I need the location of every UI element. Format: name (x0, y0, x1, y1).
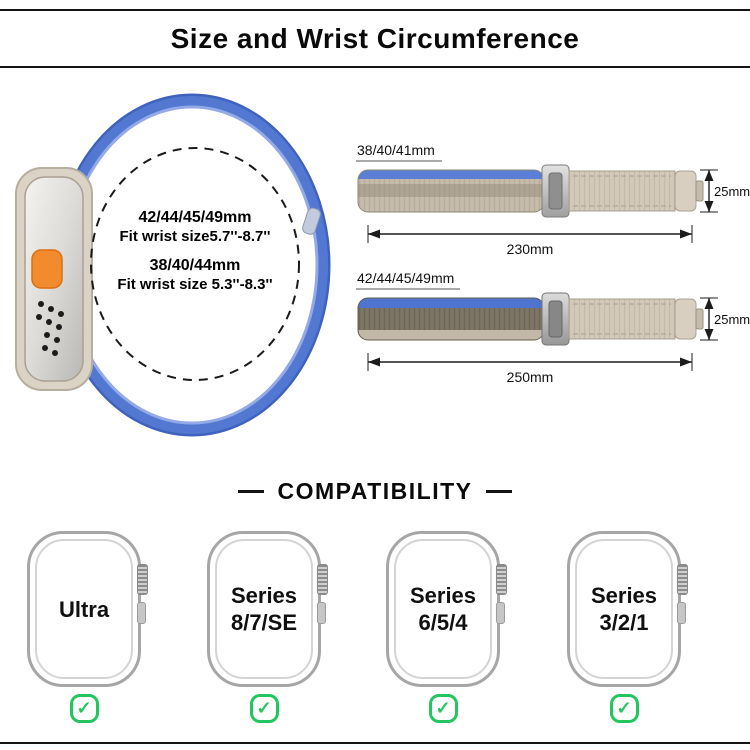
watch-loop-illustration (15, 93, 331, 437)
band-width-value: 25mm (714, 312, 750, 327)
check-glyph: ✓ (435, 698, 451, 718)
check-glyph: ✓ (76, 698, 92, 718)
compatibility-models: Ultra ✓ Series 8/7/SE ✓ S (0, 531, 750, 741)
dashed-circle (90, 147, 300, 381)
watch-outline: Series 3/2/1 (567, 531, 688, 687)
action-button-icon (31, 249, 63, 289)
side-button-icon (677, 602, 686, 624)
watch-screen: Series 6/5/4 (394, 539, 492, 679)
compatibility-title: COMPATIBILITY (277, 478, 473, 504)
model-series-3-2-1: Series 3/2/1 ✓ (566, 531, 688, 723)
model-series: 8/7/SE (230, 610, 298, 635)
band-size-label: 38/40/41mm (357, 142, 435, 158)
check-glyph: ✓ (616, 698, 632, 718)
band-connector (674, 170, 697, 212)
watch-outline: Series 8/7/SE (207, 531, 328, 687)
watch-screen: Ultra (35, 539, 133, 679)
length-dimension-arrow (367, 225, 693, 243)
watch-screen: Series 3/2/1 (575, 539, 673, 679)
model-series-8-7-se: Series 8/7/SE ✓ (206, 531, 328, 723)
check-icon: ✓ (609, 694, 639, 723)
digital-crown-icon (496, 564, 507, 595)
digital-crown-icon (317, 564, 328, 595)
digital-crown-icon (677, 564, 688, 595)
band-diagram-large: 42/44/45/49mm 250mm (356, 270, 750, 385)
watch-body (15, 167, 93, 391)
model-series-6-5-4: Series 6/5/4 ✓ (385, 531, 507, 723)
fit-group1: Fit wrist size5.7''-8.7'' (119, 228, 271, 245)
band-diagram-small: 38/40/41mm 230mm (356, 142, 750, 257)
size-group1: 42/44/45/49mm (138, 209, 252, 226)
watch-outline: Ultra (27, 531, 148, 687)
check-icon: ✓ (69, 694, 99, 723)
page-title: Size and Wrist Circumference (170, 23, 580, 54)
check-icon: ✓ (428, 694, 458, 723)
width-dimension-arrow (700, 169, 718, 213)
model-name: Series (230, 583, 298, 608)
band-hook-icon (302, 207, 321, 235)
model-series: 6/5/4 (418, 610, 468, 635)
length-dimension-arrow (367, 353, 693, 371)
side-button-icon (137, 602, 146, 624)
title-divider (0, 66, 750, 68)
watch-outline: Series 6/5/4 (386, 531, 507, 687)
wrist-size-text: 42/44/45/49mm Fit wrist size5.7''-8.7'' … (94, 208, 296, 294)
fit-group2: Fit wrist size 5.3''-8.3'' (117, 276, 273, 293)
band-graphic (357, 164, 704, 218)
band-graphic (357, 292, 704, 346)
heading-dash-left (237, 490, 264, 493)
model-name: Series (409, 583, 477, 608)
compatibility-heading: COMPATIBILITY (0, 478, 750, 505)
check-icon: ✓ (249, 694, 279, 723)
model-ultra: Ultra ✓ (26, 531, 148, 723)
model-series: 3/2/1 (599, 610, 649, 635)
digital-crown-icon (137, 564, 148, 595)
size-group2: 38/40/44mm (149, 257, 241, 274)
band-length-value: 250mm (507, 369, 554, 385)
band-width-value: 25mm (714, 184, 750, 199)
watch-screen: Series 8/7/SE (215, 539, 313, 679)
band-size-label: 42/44/45/49mm (357, 270, 454, 286)
model-name: Ultra (58, 596, 110, 622)
top-divider (0, 9, 750, 11)
side-button-icon (496, 602, 505, 624)
band-connector (674, 298, 697, 340)
band-length-value: 230mm (507, 241, 554, 257)
bottom-divider (0, 742, 750, 744)
model-name: Series (590, 583, 658, 608)
check-glyph: ✓ (256, 698, 272, 718)
heading-dash-right (486, 490, 513, 493)
width-dimension-arrow (700, 297, 718, 341)
speaker-grille (36, 301, 64, 356)
side-button-icon (317, 602, 326, 624)
